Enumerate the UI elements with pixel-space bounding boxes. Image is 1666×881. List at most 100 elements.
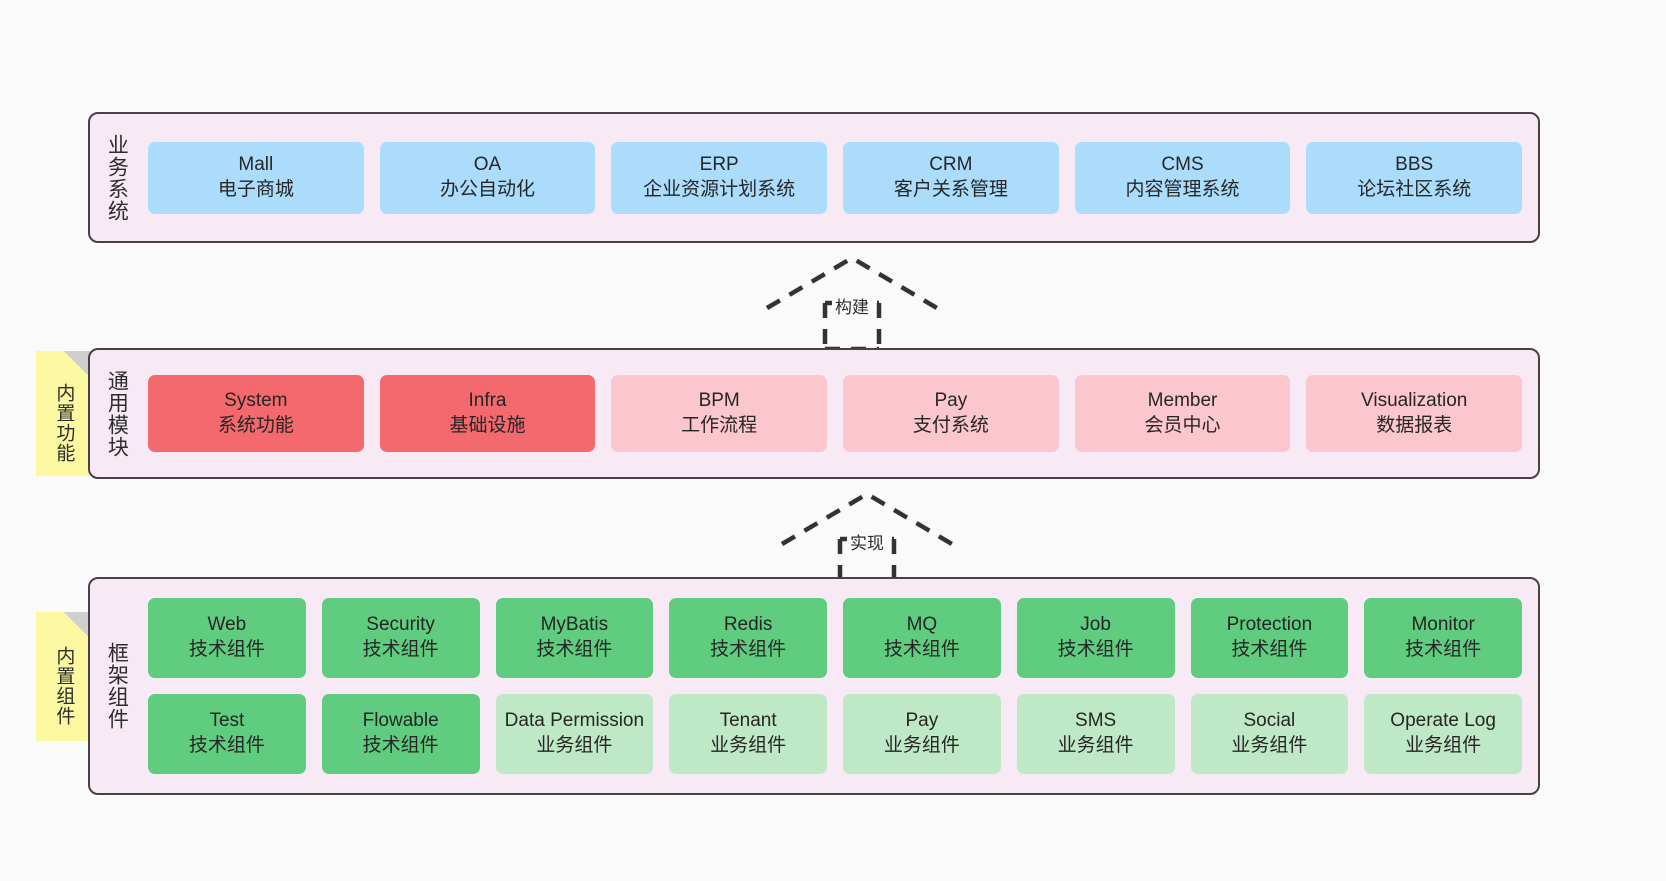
sticky-note-builtin-components: 内置组件 [36,612,90,741]
card-tenant[interactable]: Tenant 业务组件 [669,694,827,774]
card-title: BBS [1395,153,1434,175]
card-title: System [224,389,288,411]
connector-build: 构建 [757,253,947,352]
card-title: Test [209,710,245,732]
card-title: Monitor [1411,614,1475,636]
card-row: Web 技术组件 Security 技术组件 MyBatis 技术组件 Redi… [148,598,1522,678]
card-title: SMS [1075,710,1117,732]
sticky-fold-icon [64,612,90,638]
card-mybatis[interactable]: MyBatis 技术组件 [495,598,654,678]
card-subtitle: 业务组件 [883,735,960,756]
connector-implement: 实现 [772,489,962,588]
generalization-arrow-icon [780,491,954,588]
card-row: Test 技术组件 Flowable 技术组件 Data Permission … [148,694,1522,774]
generalization-arrow-icon [765,255,939,352]
card-flowable[interactable]: Flowable 技术组件 [321,694,480,774]
sticky-note-label: 内置功能 [53,382,75,463]
card-web[interactable]: Web 技术组件 [148,598,306,678]
card-subtitle: 业务组件 [1231,735,1308,756]
card-subtitle: 业务组件 [1405,735,1482,756]
card-subtitle: 技术组件 [362,639,439,660]
layer-caption-framework: 框架组件 [105,642,129,730]
card-mq[interactable]: MQ 技术组件 [843,598,1001,678]
card-subtitle: 技术组件 [188,639,265,660]
card-title: Data Permission [504,710,645,732]
card-row: System 系统功能 Infra 基础设施 BPM 工作流程 Pay 支付系统… [148,375,1523,452]
card-subtitle: 业务组件 [710,735,787,756]
card-visualization[interactable]: Visualization 数据报表 [1306,375,1523,452]
sticky-note-builtin-functions: 内置功能 [36,351,90,476]
card-bbs[interactable]: BBS 论坛社区系统 [1306,141,1523,214]
card-title: CRM [929,153,973,175]
card-test[interactable]: Test 技术组件 [148,694,306,774]
connector-label-implement: 实现 [847,529,887,554]
card-member[interactable]: Member 会员中心 [1074,375,1291,452]
card-pay[interactable]: Pay 支付系统 [843,375,1059,452]
card-data-permission[interactable]: Data Permission 业务组件 [495,694,654,774]
layer-body-business: Mall 电子商城 OA 办公自动化 ERP 企业资源计划系统 CRM 客户关系… [142,114,1538,241]
card-title: Security [366,614,435,636]
card-cms[interactable]: CMS 内容管理系统 [1074,141,1291,214]
card-title: Web [207,614,247,636]
card-title: Pay [934,389,968,411]
card-subtitle: 技术组件 [710,639,787,660]
card-title: Flowable [362,710,439,732]
card-subtitle: 业务组件 [1057,735,1134,756]
card-crm[interactable]: CRM 客户关系管理 [843,141,1059,214]
card-subtitle: 办公自动化 [440,178,536,200]
card-social[interactable]: Social 业务组件 [1190,694,1349,774]
layer-caption-business: 业务系统 [105,133,129,222]
card-subtitle: 支付系统 [912,414,989,436]
card-title: CMS [1161,153,1204,175]
card-subtitle: 技术组件 [536,639,613,660]
card-erp[interactable]: ERP 企业资源计划系统 [611,141,828,214]
card-title: Pay [905,710,939,732]
card-operate-log[interactable]: Operate Log 业务组件 [1364,694,1522,774]
card-protection[interactable]: Protection 技术组件 [1190,598,1349,678]
card-title: Mall [238,153,274,175]
card-title: Visualization [1361,389,1468,411]
card-subtitle: 论坛社区系统 [1357,178,1472,200]
card-subtitle: 基础设施 [449,414,526,436]
card-subtitle: 数据报表 [1376,414,1453,436]
card-sms[interactable]: SMS 业务组件 [1016,694,1175,774]
card-subtitle: 系统功能 [217,414,294,436]
card-subtitle: 电子商城 [217,178,294,200]
layer-body-framework: Web 技术组件 Security 技术组件 MyBatis 技术组件 Redi… [142,579,1538,793]
card-subtitle: 技术组件 [188,735,265,756]
card-infra[interactable]: Infra 基础设施 [379,375,596,452]
card-subtitle: 技术组件 [1057,639,1134,660]
card-mall[interactable]: Mall 电子商城 [148,141,364,214]
card-title: ERP [699,153,739,175]
card-subtitle: 业务组件 [536,735,613,756]
layer-business-systems: 业务系统 Mall 电子商城 OA 办公自动化 ERP 企业资源计划系统 CRM… [88,112,1540,243]
card-pay-business[interactable]: Pay 业务组件 [843,694,1001,774]
card-title: Tenant [719,710,777,732]
card-title: Social [1243,710,1296,732]
card-title: BPM [698,389,740,411]
card-subtitle: 技术组件 [1231,639,1308,660]
card-system[interactable]: System 系统功能 [148,375,364,452]
card-monitor[interactable]: Monitor 技术组件 [1364,598,1522,678]
card-subtitle: 客户关系管理 [893,178,1008,200]
layer-body-modules: System 系统功能 Infra 基础设施 BPM 工作流程 Pay 支付系统… [142,350,1538,477]
card-subtitle: 技术组件 [883,639,960,660]
card-oa[interactable]: OA 办公自动化 [379,141,596,214]
card-bpm[interactable]: BPM 工作流程 [611,375,828,452]
card-title: Protection [1226,614,1313,636]
sticky-fold-icon [64,351,90,377]
card-job[interactable]: Job 技术组件 [1016,598,1175,678]
layer-caption-modules: 通用模块 [105,369,129,458]
card-subtitle: 企业资源计划系统 [643,178,796,200]
card-subtitle: 工作流程 [681,414,758,436]
card-redis[interactable]: Redis 技术组件 [669,598,827,678]
sticky-note-label: 内置组件 [53,645,75,726]
layer-common-modules: 通用模块 System 系统功能 Infra 基础设施 BPM 工作流程 Pay… [88,348,1540,479]
card-security[interactable]: Security 技术组件 [321,598,480,678]
connector-label-build: 构建 [832,293,872,318]
card-title: OA [473,153,502,175]
layer-framework-components: 框架组件 Web 技术组件 Security 技术组件 MyBatis 技术组件… [88,577,1540,795]
card-title: MyBatis [540,614,609,636]
card-title: Operate Log [1390,710,1496,732]
